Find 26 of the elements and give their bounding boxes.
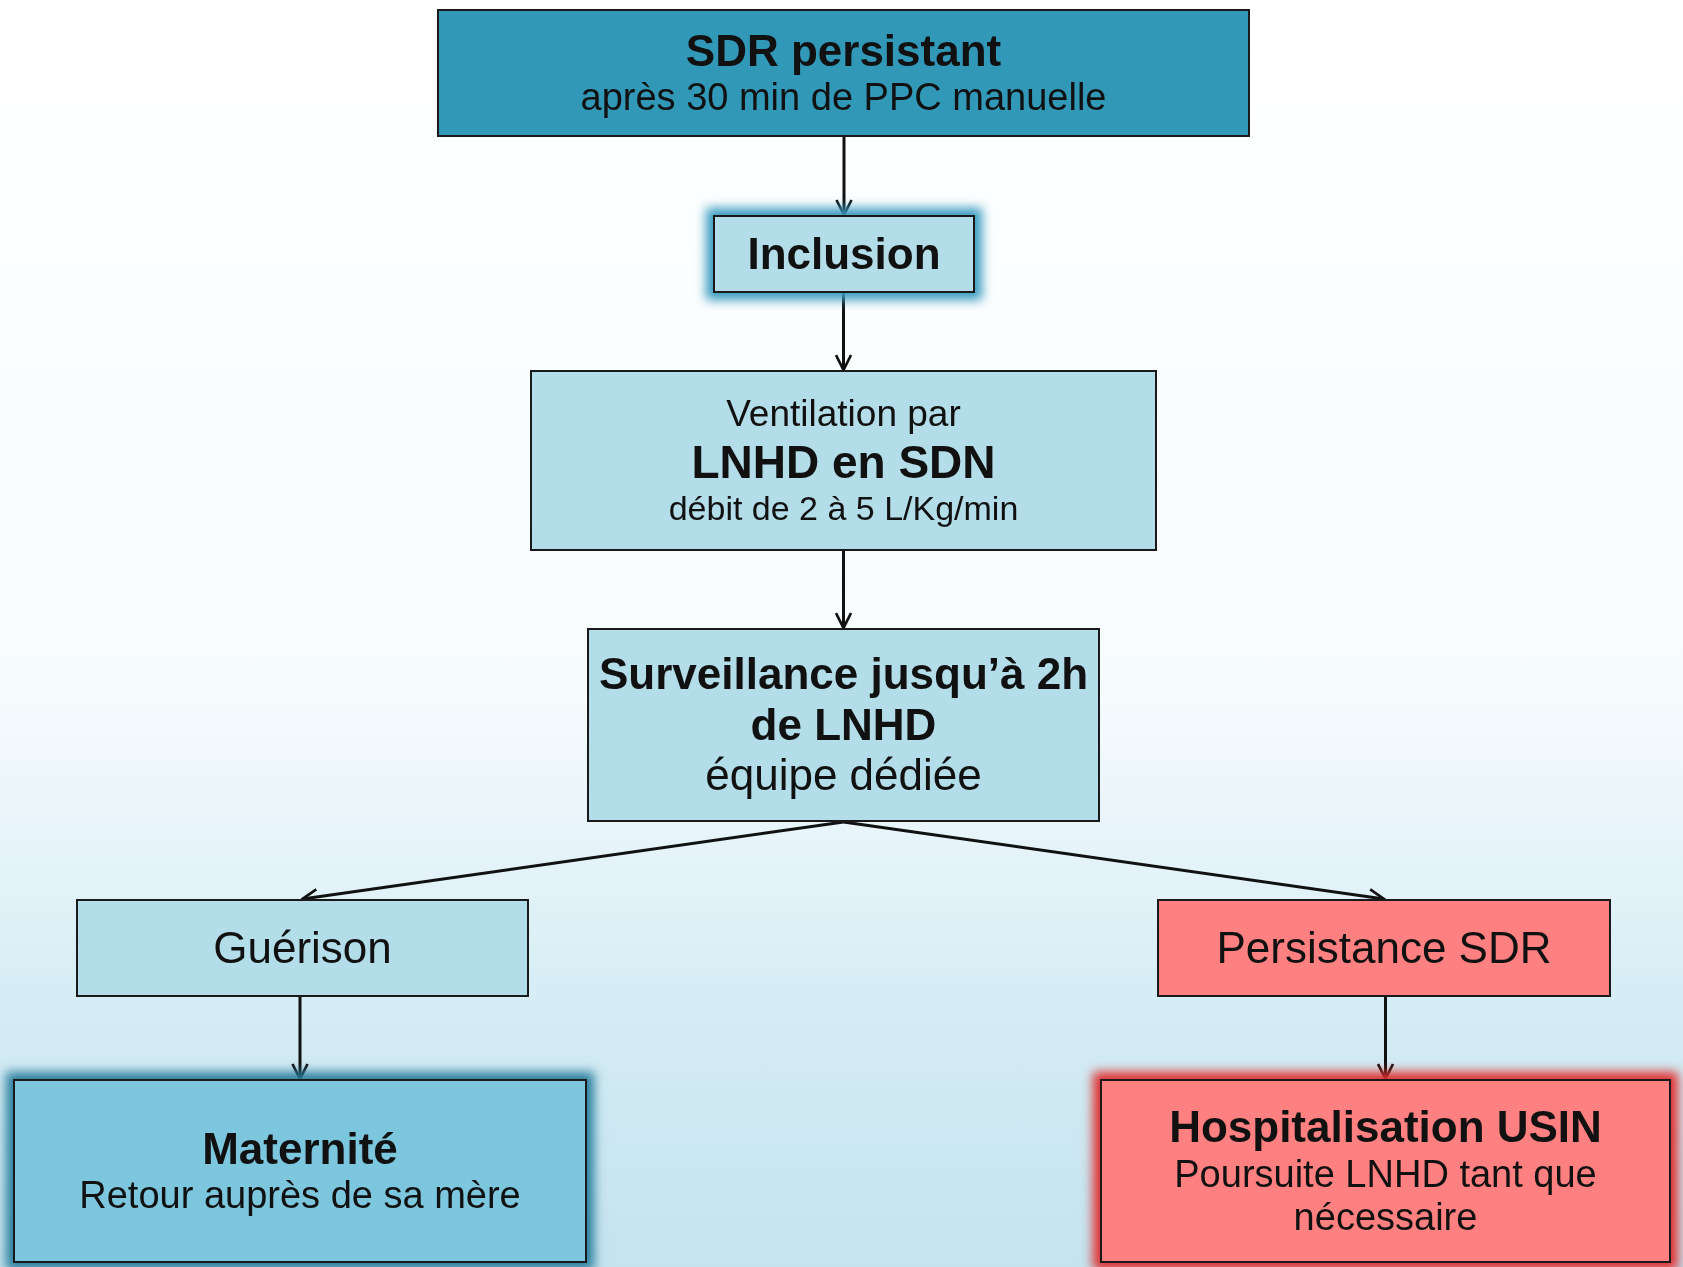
box-text: Poursuite LNHD tant que nécessaire bbox=[1173, 1152, 1598, 1240]
box-text: après 30 min de PPC manuelle bbox=[580, 76, 1107, 121]
box-text: Guérison bbox=[213, 922, 392, 974]
process-box bbox=[587, 628, 1100, 822]
process-box bbox=[437, 9, 1250, 137]
outcome-box bbox=[1100, 1079, 1671, 1263]
box-heading: Hospitalisation USIN bbox=[1169, 1102, 1602, 1153]
box-heading: Inclusion bbox=[747, 228, 941, 280]
arrow bbox=[834, 551, 853, 630]
arrow bbox=[1376, 997, 1395, 1081]
box-heading: LNHD en SDN bbox=[691, 435, 996, 489]
outcome-box bbox=[1157, 899, 1611, 997]
arrow bbox=[291, 997, 309, 1081]
box-text: débit de 2 à 5 L/Kg/min bbox=[668, 488, 1019, 528]
box-heading: Maternité bbox=[202, 1123, 398, 1175]
outcome-box bbox=[76, 899, 529, 997]
process-box bbox=[530, 370, 1157, 551]
box-heading: SDR persistant bbox=[685, 25, 1002, 77]
arrow bbox=[834, 293, 853, 372]
box-text: Ventilation par bbox=[726, 393, 961, 436]
arrow bbox=[835, 137, 853, 217]
outcome-box bbox=[13, 1079, 587, 1263]
box-text: équipe dédiée bbox=[705, 750, 982, 801]
box-text: Retour auprès de sa mère bbox=[79, 1174, 521, 1219]
process-box bbox=[713, 215, 975, 293]
box-text: Persistance SDR bbox=[1216, 922, 1552, 974]
